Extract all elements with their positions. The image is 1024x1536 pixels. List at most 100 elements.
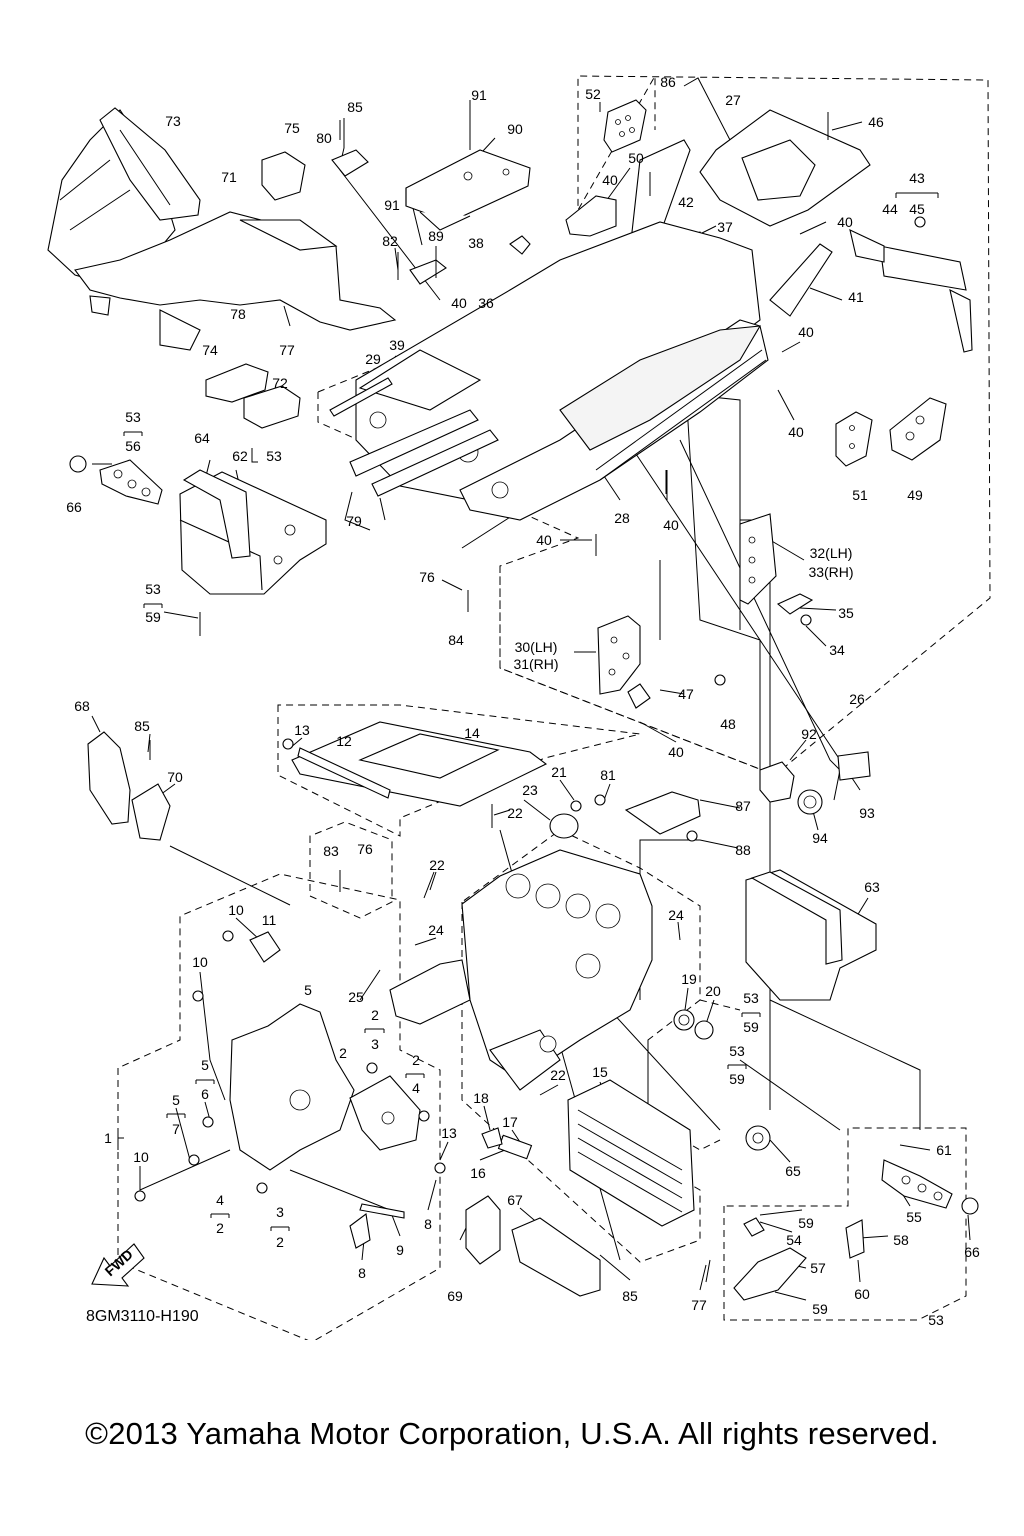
callout-c15: 15 bbox=[592, 1064, 608, 1080]
callout-c56: 56 bbox=[125, 438, 141, 454]
bracket-32-33 bbox=[739, 513, 777, 605]
callout-c7: 7 bbox=[172, 1121, 180, 1137]
callout-c2e: 2 bbox=[276, 1234, 284, 1250]
diagram-canvas: FWD 122222334455567889101010111213131415… bbox=[47, 74, 991, 1340]
callout-c53f: 53 bbox=[928, 1312, 944, 1328]
callout-c1: 1 bbox=[104, 1130, 112, 1146]
bracket-56 bbox=[99, 459, 163, 505]
callout-c8b: 8 bbox=[358, 1265, 366, 1281]
callout-c40g: 40 bbox=[536, 532, 552, 548]
callout-c6: 6 bbox=[201, 1086, 209, 1102]
pad-72 bbox=[243, 385, 301, 429]
front-frame-assembly bbox=[229, 931, 421, 1249]
callout-c38: 38 bbox=[468, 235, 484, 251]
strap-41 bbox=[769, 243, 833, 317]
callout-c86: 86 bbox=[660, 74, 676, 90]
callout-c65: 65 bbox=[785, 1163, 801, 1179]
bracket-55 bbox=[881, 1159, 953, 1209]
callout-c5a: 5 bbox=[304, 982, 312, 998]
callout-brackets bbox=[117, 192, 939, 1231]
clip-80 bbox=[331, 149, 369, 177]
callout-c72: 72 bbox=[272, 375, 288, 391]
callout-c29: 29 bbox=[365, 351, 381, 367]
cover-plate-90 bbox=[405, 149, 531, 231]
callout-c40e: 40 bbox=[788, 424, 804, 440]
callout-c37: 37 bbox=[717, 219, 733, 235]
callout-c50: 50 bbox=[628, 150, 644, 166]
guard-67 bbox=[511, 1217, 601, 1297]
callout-c17: 17 bbox=[502, 1114, 518, 1130]
callout-c66a: 66 bbox=[66, 499, 82, 515]
callout-c12: 12 bbox=[336, 733, 352, 749]
callout-c39: 39 bbox=[389, 337, 405, 353]
rail-29 bbox=[329, 377, 393, 417]
callout-c43: 43 bbox=[909, 170, 925, 186]
callout-c40a: 40 bbox=[602, 172, 618, 188]
callout-c59a: 59 bbox=[145, 609, 161, 625]
sleeve-16 bbox=[497, 1134, 533, 1160]
callout-c62: 62 bbox=[232, 448, 248, 464]
callout-c93: 93 bbox=[859, 805, 875, 821]
callout-c24a: 24 bbox=[428, 922, 444, 938]
plate-35 bbox=[776, 593, 814, 615]
drawing-code: 8GM3110-H190 bbox=[86, 1308, 199, 1325]
pad-74 bbox=[205, 363, 269, 403]
callout-c51: 51 bbox=[852, 487, 868, 503]
plate-14 bbox=[291, 721, 548, 807]
callout-c90: 90 bbox=[507, 121, 523, 137]
callout-c54: 54 bbox=[786, 1232, 802, 1248]
callout-c84: 84 bbox=[448, 632, 464, 648]
callout-c58: 58 bbox=[893, 1232, 909, 1248]
callout-c33: 33(RH) bbox=[808, 564, 853, 580]
ring-20 bbox=[694, 1020, 714, 1040]
callout-c67: 67 bbox=[507, 1192, 523, 1208]
callout-c14: 14 bbox=[464, 725, 480, 741]
callout-c10b: 10 bbox=[192, 954, 208, 970]
callout-c20: 20 bbox=[705, 983, 721, 999]
callout-c22a: 22 bbox=[507, 805, 523, 821]
callout-c53e: 53 bbox=[729, 1043, 745, 1059]
callout-c36: 36 bbox=[478, 295, 494, 311]
callout-c89: 89 bbox=[428, 228, 444, 244]
guard-68 bbox=[87, 731, 131, 825]
callout-c2d: 2 bbox=[216, 1220, 224, 1236]
grommet-66-left bbox=[69, 455, 87, 473]
callout-c13b: 13 bbox=[441, 1125, 457, 1141]
copyright-notice: ©2013 Yamaha Motor Corporation, U.S.A. A… bbox=[85, 1416, 939, 1451]
callout-c10a: 10 bbox=[228, 902, 244, 918]
bracket-49 bbox=[889, 397, 947, 461]
callout-c40b: 40 bbox=[451, 295, 467, 311]
callout-c24b: 24 bbox=[668, 907, 684, 923]
callout-c40c: 40 bbox=[837, 214, 853, 230]
callout-c85c: 85 bbox=[622, 1288, 638, 1304]
callout-c88: 88 bbox=[735, 842, 751, 858]
gasket-92 bbox=[759, 761, 795, 803]
callout-c76a: 76 bbox=[419, 569, 435, 585]
callout-c76b: 76 bbox=[357, 841, 373, 857]
plate-87 bbox=[624, 791, 701, 835]
tunnel-frame bbox=[349, 221, 769, 521]
callout-c11: 11 bbox=[262, 912, 277, 928]
callout-c42: 42 bbox=[678, 194, 694, 210]
callout-c35: 35 bbox=[838, 605, 854, 621]
rear-bracket-outline bbox=[499, 566, 776, 776]
callout-c77a: 77 bbox=[279, 342, 295, 358]
callout-c70: 70 bbox=[167, 769, 183, 785]
callout-c55: 55 bbox=[906, 1209, 922, 1225]
rear-bracket-27 bbox=[699, 109, 871, 227]
callout-c40h: 40 bbox=[668, 744, 684, 760]
callout-c5c: 5 bbox=[172, 1092, 180, 1108]
callout-c66b: 66 bbox=[964, 1244, 980, 1260]
callout-c53a: 53 bbox=[125, 409, 141, 425]
parts bbox=[47, 99, 979, 1301]
callout-c80: 80 bbox=[316, 130, 332, 146]
callout-c83: 83 bbox=[323, 843, 339, 859]
cap-23 bbox=[549, 813, 579, 839]
callout-c5b: 5 bbox=[201, 1057, 209, 1073]
callout-c82: 82 bbox=[382, 233, 398, 249]
callout-c40f: 40 bbox=[663, 517, 679, 533]
callout-c47: 47 bbox=[678, 686, 694, 702]
callout-c91b: 91 bbox=[384, 197, 400, 213]
callout-c4b: 4 bbox=[216, 1192, 224, 1208]
